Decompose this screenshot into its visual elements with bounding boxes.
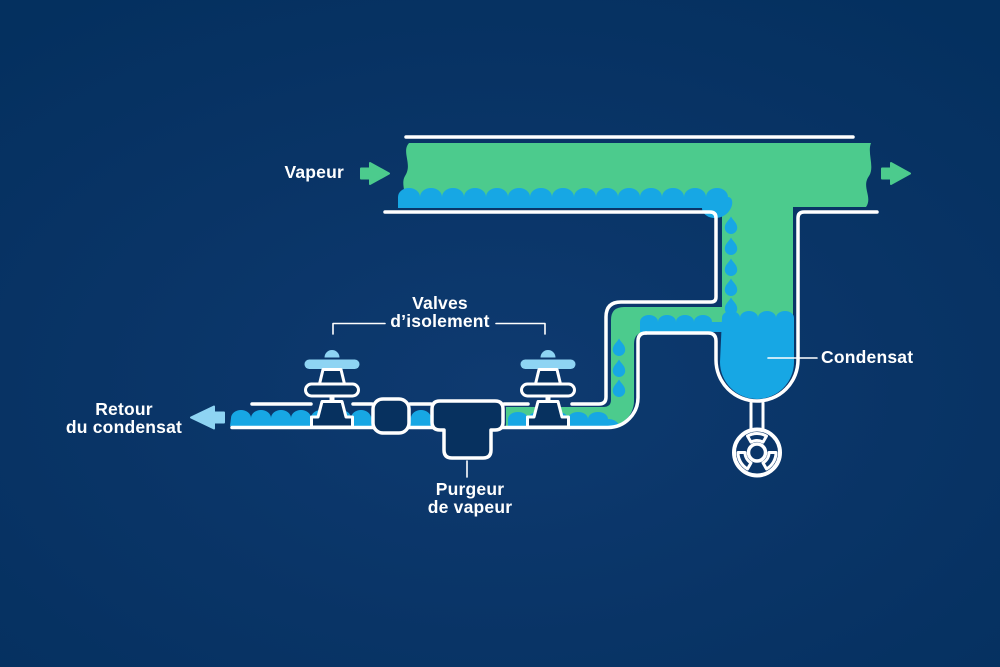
condensate-return-arrow-icon xyxy=(190,405,225,430)
isolation-valves-label: Valves d’isolement xyxy=(390,293,490,332)
well-right-wall xyxy=(644,210,879,403)
strainer-fitting xyxy=(371,397,411,435)
steam-outlet-arrow-icon xyxy=(881,162,911,185)
steam-main-bottom-wall-and-sbend xyxy=(383,210,718,406)
isolation-valves-bracket xyxy=(332,322,546,335)
steam-label: Vapeur xyxy=(284,162,344,182)
steam-trap-label: Purgeur de vapeur xyxy=(427,479,513,518)
drain-fan-icon xyxy=(732,401,782,478)
steam-inlet-arrow-icon xyxy=(360,162,390,185)
condensate-label: Condensat xyxy=(821,347,914,367)
condensate-return-label: Retour du condensat xyxy=(65,399,183,438)
sbend-outer-wall-and-return-bottom xyxy=(230,331,648,430)
pipe-outlines xyxy=(230,135,879,430)
steam-trap-body xyxy=(430,399,505,460)
condensate-fill xyxy=(230,188,794,426)
